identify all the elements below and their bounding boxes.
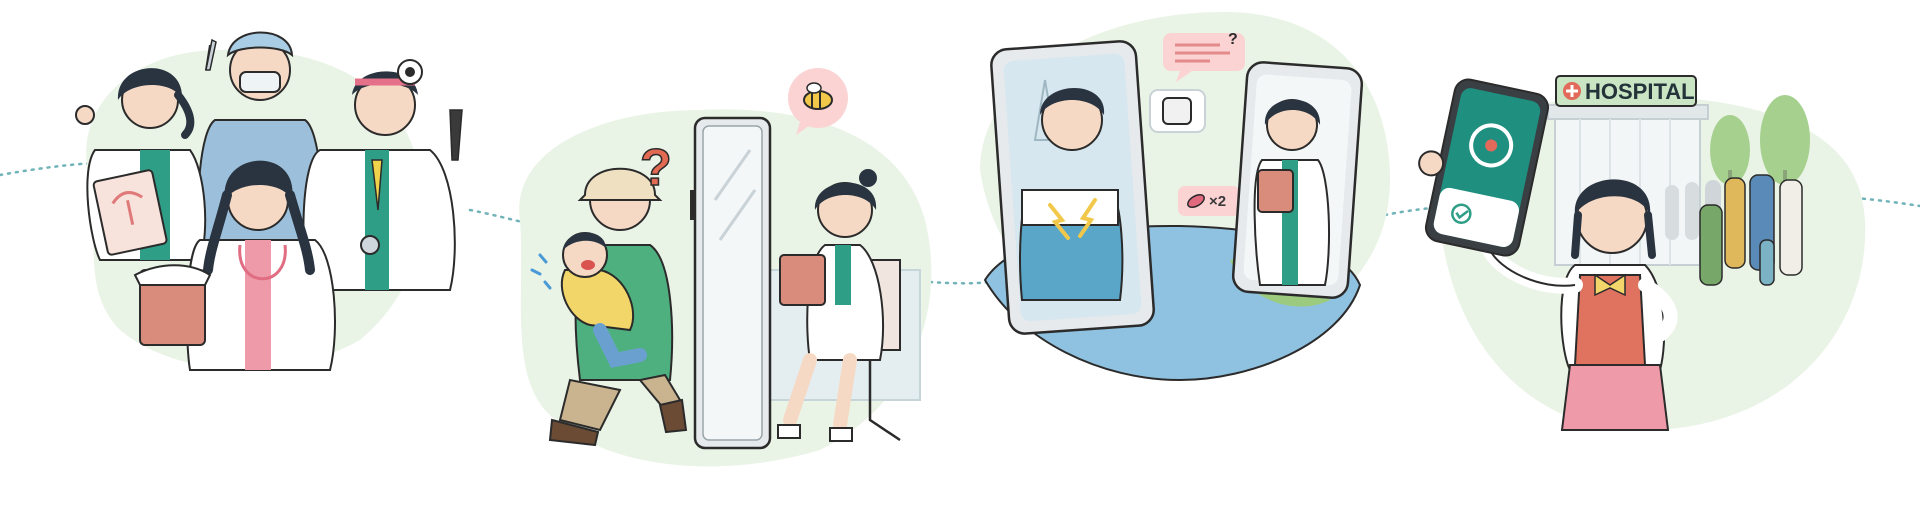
otoscope-icon <box>449 109 463 161</box>
hospital-sign-label: HOSPITAL <box>1585 79 1695 104</box>
scene-doctors-team <box>75 31 463 371</box>
tears-icon <box>530 253 552 290</box>
woman-with-phone-figure <box>1482 179 1678 431</box>
pill-icon <box>1187 194 1205 208</box>
bow-tie-icon <box>1594 273 1626 297</box>
dose-badge: ×2 <box>1178 186 1240 216</box>
waiting-queue <box>1665 174 1803 286</box>
app-logo-icon <box>1469 123 1514 168</box>
bee-icon <box>803 90 833 110</box>
dose-count: ×2 <box>1209 193 1226 210</box>
toilet-paper-bubble <box>1149 89 1206 133</box>
connector-dotted-line <box>0 160 1920 285</box>
front-doctor-figure <box>133 160 380 371</box>
bee-bubble <box>788 68 848 135</box>
toilet-paper-icon <box>1162 97 1192 125</box>
scene-skip-hospital-queue: HOSPITAL <box>1418 75 1866 431</box>
app-phone <box>1418 78 1549 257</box>
crying-child-figure <box>530 232 647 368</box>
seated-doctor-figure <box>777 169 901 442</box>
ent-doctor-figure <box>302 59 463 291</box>
clipboard-icon <box>779 254 826 306</box>
scalpel-icon <box>205 38 217 71</box>
scene-international-telemedicine: ? ×2 <box>980 11 1390 382</box>
gynecologist-figure <box>75 68 207 261</box>
question-mark-icon: ? <box>640 139 672 197</box>
phone-divider <box>690 116 772 450</box>
chat-question-mark: ? <box>1228 31 1238 48</box>
stethoscope-icon <box>360 235 380 255</box>
checkmark-icon <box>1451 203 1472 224</box>
scene-parent-child-consult: ? <box>519 68 932 467</box>
clipboard-icon <box>1257 169 1294 213</box>
patient-phone <box>990 40 1155 335</box>
doctor-phone <box>1231 61 1364 299</box>
lightning-pain-icon <box>1048 198 1097 240</box>
chat-question-bubble: ? <box>1163 31 1245 82</box>
